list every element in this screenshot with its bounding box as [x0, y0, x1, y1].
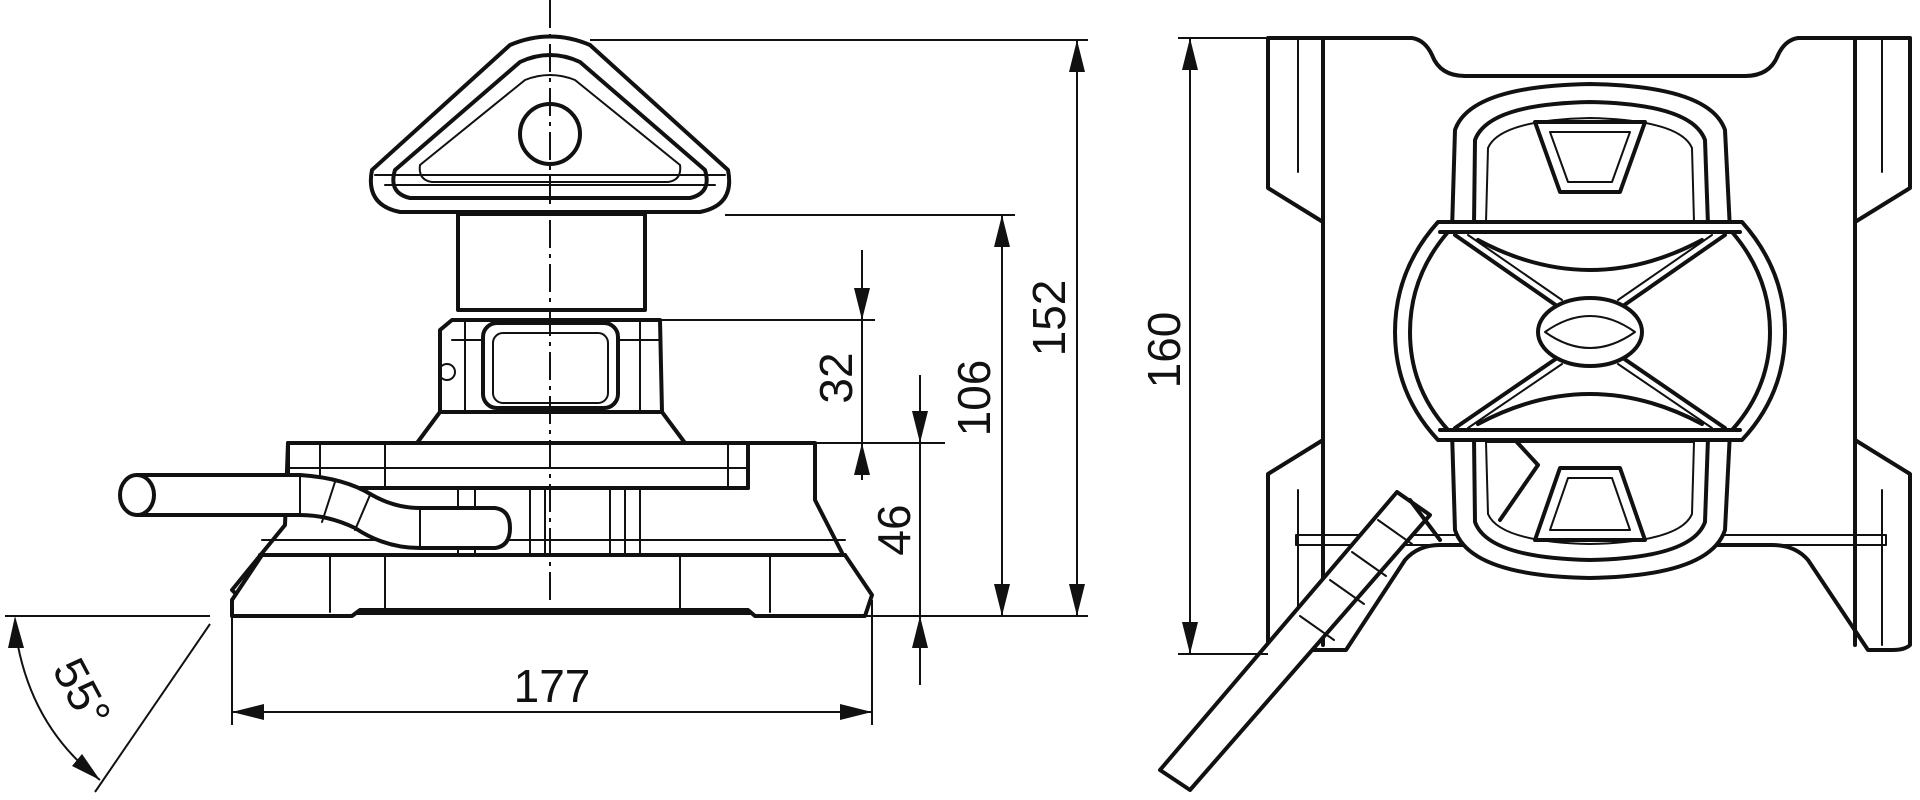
neck-cylinder — [456, 212, 647, 312]
top-upper-pad — [1450, 82, 1732, 232]
base-plate — [230, 553, 874, 618]
dimensions-top: 160 — [1138, 37, 1268, 655]
top-lever — [1158, 490, 1442, 792]
dimension-46: 46 — [868, 504, 920, 555]
lever-handle — [118, 473, 512, 550]
top-center-disc — [1393, 220, 1787, 442]
dimension-152: 152 — [1023, 280, 1075, 357]
dimension-160: 160 — [1138, 312, 1190, 389]
dimension-32: 32 — [810, 352, 862, 403]
angle-55: 55° — [43, 650, 122, 736]
dimension-106: 106 — [948, 360, 1000, 437]
side-view — [118, 0, 874, 618]
top-lower-pad — [1450, 430, 1732, 580]
top-view — [1158, 36, 1912, 792]
dimension-177: 177 — [514, 660, 591, 712]
